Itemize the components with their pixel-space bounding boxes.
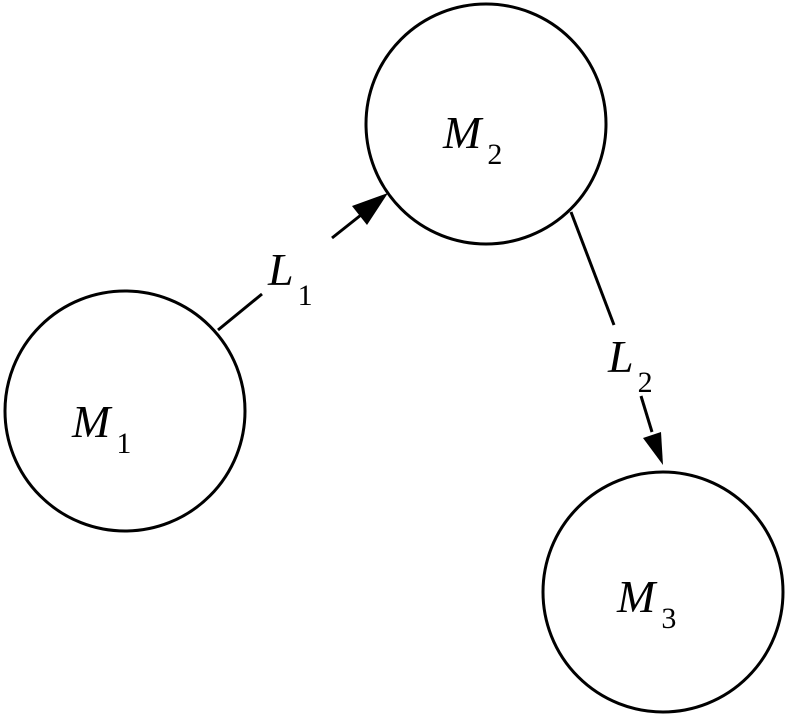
edge-l1-subscript: 1 [298, 279, 313, 312]
node-m2-circle [364, 2, 608, 246]
edge-l1-line-start [217, 292, 263, 332]
edge-l1-label: L1 [267, 244, 313, 312]
edge-l2: L2 [569, 211, 663, 465]
node-m2-letter: M [442, 107, 484, 158]
edge-l1-letter: L [267, 244, 294, 295]
node-m1-circle [3, 289, 247, 533]
edge-l2-line-end [639, 395, 654, 433]
edge-l2-letter: L [607, 331, 634, 382]
node-m3-circle [541, 470, 785, 714]
node-m1-letter: M [71, 396, 113, 447]
edge-l2-arrowhead [643, 432, 663, 465]
edge-l2-line-start [569, 211, 616, 326]
node-m3-subscript: 3 [661, 602, 676, 635]
edge-l2-subscript: 2 [638, 366, 653, 399]
node-m2-subscript: 2 [487, 138, 502, 171]
edge-l2-label: L2 [607, 331, 653, 399]
node-m1-subscript: 1 [116, 427, 131, 460]
node-m3-letter: M [616, 571, 658, 622]
edge-l1: L1 [217, 193, 388, 332]
edge-l1-arrowhead [352, 193, 388, 225]
